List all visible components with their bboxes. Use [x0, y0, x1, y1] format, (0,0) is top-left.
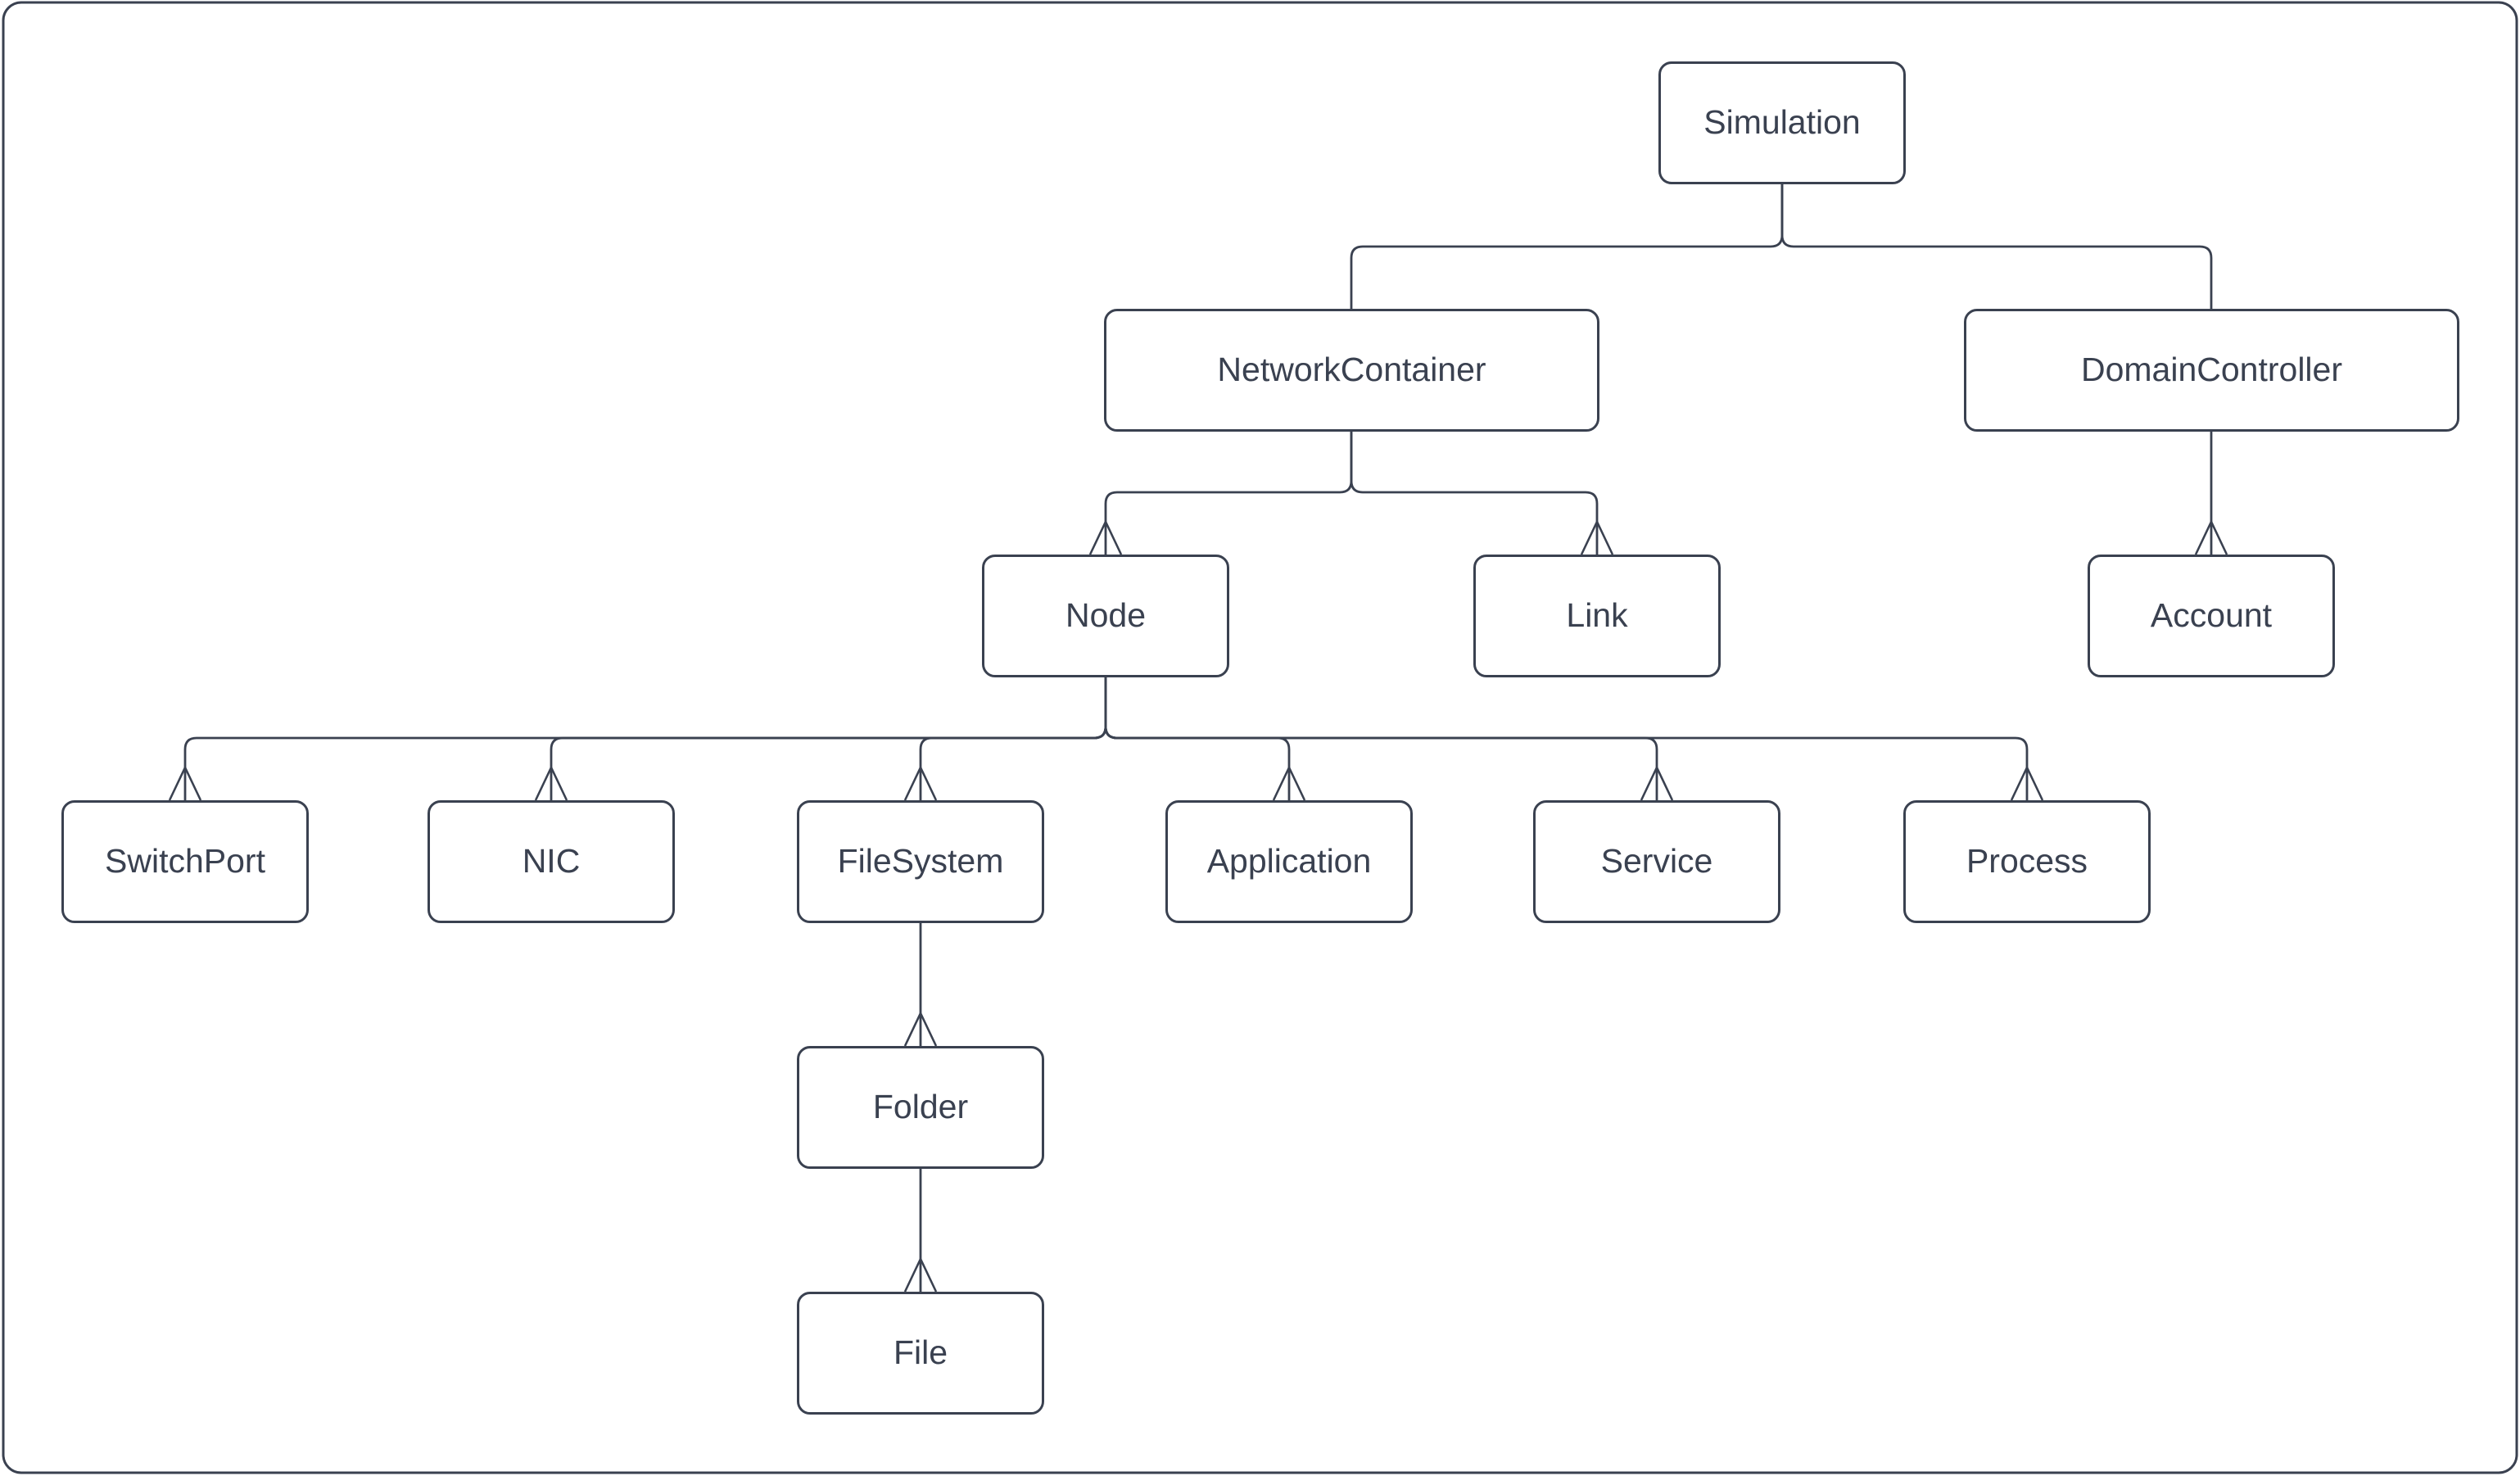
diagram-node-process: Process: [1903, 800, 2151, 923]
edge-node-filesystem: [919, 677, 1107, 800]
node-label-nic: NIC: [522, 842, 581, 881]
edge-simulation-networkcontainer: [1350, 184, 1784, 309]
node-label-simulation: Simulation: [1703, 103, 1861, 142]
node-label-application: Application: [1206, 842, 1372, 881]
node-label-folder: Folder: [872, 1088, 969, 1126]
diagram-node-nic: NIC: [428, 800, 675, 923]
node-label-service: Service: [1600, 842, 1713, 881]
diagram-node-switchport: SwitchPort: [61, 800, 309, 923]
arrowhead-icon-nic: [534, 764, 568, 801]
arrowhead-icon-link: [1580, 518, 1614, 555]
edge-networkcontainer-node: [1104, 432, 1353, 555]
edge-node-process: [1104, 677, 2029, 800]
diagram-node-account: Account: [2088, 555, 2335, 677]
arrowhead-icon-filesystem: [903, 764, 938, 801]
node-label-node: Node: [1065, 596, 1146, 635]
arrowhead-icon-file: [903, 1256, 938, 1293]
arrowhead-icon-process: [2010, 764, 2044, 801]
node-label-switchport: SwitchPort: [105, 842, 265, 881]
node-label-account: Account: [2150, 596, 2273, 635]
arrowhead-icon-account: [2194, 518, 2228, 555]
diagram-node-service: Service: [1533, 800, 1780, 923]
diagram-node-link: Link: [1473, 555, 1721, 677]
edge-simulation-domaincontroller: [1780, 184, 2213, 309]
arrowhead-icon-application: [1272, 764, 1306, 801]
node-label-link: Link: [1566, 596, 1628, 635]
arrowhead-icon-folder: [903, 1010, 938, 1047]
node-label-process: Process: [1966, 842, 2088, 881]
node-label-network-container: NetworkContainer: [1217, 351, 1486, 389]
arrowhead-icon-node: [1088, 518, 1123, 555]
node-label-file: File: [893, 1333, 948, 1372]
diagram-node-application: Application: [1165, 800, 1413, 923]
diagram-node-network-container: NetworkContainer: [1104, 309, 1599, 432]
arrowhead-icon-service: [1640, 764, 1674, 801]
diagram-node-folder: Folder: [797, 1046, 1044, 1169]
diagram-node-simulation: Simulation: [1658, 61, 1906, 184]
arrowhead-icon-switchport: [168, 764, 202, 801]
diagram-node-node: Node: [982, 555, 1229, 677]
diagram-node-filesystem: FileSystem: [797, 800, 1044, 923]
diagram-node-file: File: [797, 1292, 1044, 1415]
node-label-filesystem: FileSystem: [837, 842, 1004, 881]
edge-networkcontainer-link: [1350, 432, 1599, 555]
node-label-domain-controller: DomainController: [2080, 351, 2342, 389]
diagram-node-domain-controller: DomainController: [1964, 309, 2459, 432]
